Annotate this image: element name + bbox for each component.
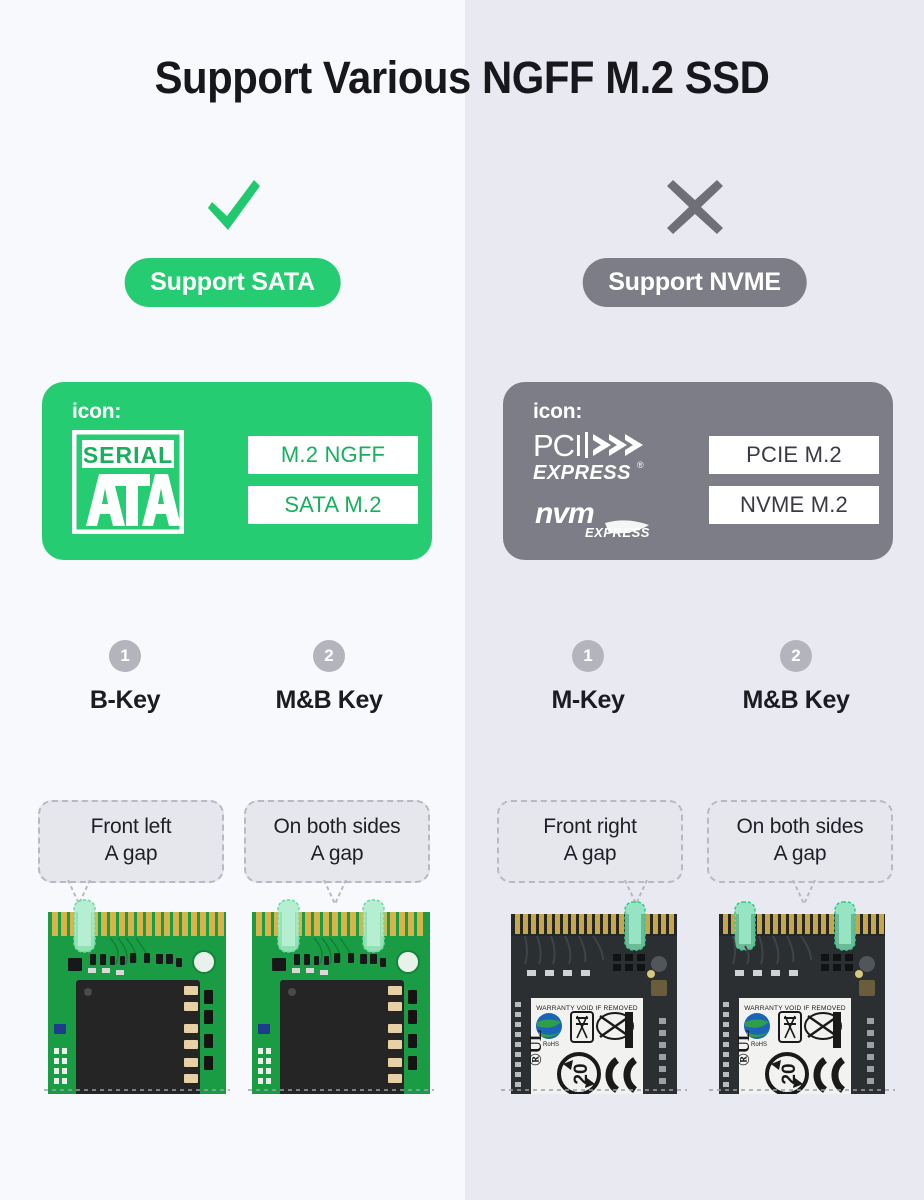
ssd-board-mb-key-sata <box>248 898 434 1094</box>
key-number-badge: 1 <box>109 640 141 672</box>
svg-text:20: 20 <box>571 1063 592 1084</box>
svg-text:RoHS: RoHS <box>543 1042 559 1048</box>
nvme-tag-list: PCIE M.2 NVME M.2 <box>709 428 879 524</box>
callout-line-1: On both sides <box>736 815 864 838</box>
ssd-board-m-key: WARRANTY VOID IF REMOVED RoHS ®UL <box>501 898 687 1094</box>
support-sata-badge: Support SATA <box>124 258 341 307</box>
key-header-mb-key: 2 M&B Key <box>711 640 881 715</box>
callout-line-1: On both sides <box>273 815 401 838</box>
serial-ata-logo: SERIAL <box>71 428 222 539</box>
svg-text:WARRANTY VOID IF REMOVED: WARRANTY VOID IF REMOVED <box>744 1005 846 1012</box>
tag-sata-m2: SATA M.2 <box>248 486 418 524</box>
nvme-icon-card: icon: PCI EXPRESS ® <box>503 382 893 560</box>
page-title: Support Various NGFF M.2 SSD <box>154 52 770 103</box>
callout-line-2: A gap <box>104 841 158 865</box>
callout-line-1: Front left <box>90 815 172 838</box>
icon-card-label: icon: <box>72 400 122 423</box>
nvme-support-column: Support NVME icon: PCI EXPRESS <box>465 0 924 1200</box>
callout-bubble: On both sides A gap <box>707 800 893 883</box>
tag-nvme-m2: NVME M.2 <box>709 486 879 524</box>
key-label: M&B Key <box>275 686 383 714</box>
key-label: B-Key <box>89 686 161 714</box>
callout-bubble: Front right A gap <box>497 800 683 883</box>
key-number-badge: 2 <box>313 640 345 672</box>
callout-tail-icon <box>322 879 348 906</box>
support-nvme-badge: Support NVME <box>582 258 807 307</box>
callout-tail-icon <box>623 879 649 906</box>
callout-bubble: Front left A gap <box>38 800 224 883</box>
sata-tag-list: M.2 NGFF SATA M.2 <box>248 428 418 524</box>
key-label: M-Key <box>551 686 625 714</box>
svg-text:EXPRESS: EXPRESS <box>533 462 631 484</box>
callout-line-2: A gap <box>563 841 617 865</box>
callout-line-2: A gap <box>310 841 364 865</box>
callout-both-sides-left: On both sides A gap <box>244 800 430 906</box>
nvm-express-logo: nvm EXPRESS <box>533 497 673 546</box>
svg-text:®UL: ®UL <box>526 1030 545 1066</box>
cross-icon <box>465 176 924 238</box>
icon-card-label: icon: <box>533 400 583 423</box>
callout-front-left: Front left A gap <box>38 800 224 906</box>
callout-both-sides-right: On both sides A gap <box>707 800 893 906</box>
svg-text:20: 20 <box>779 1063 800 1084</box>
ssd-board-b-key <box>44 898 230 1094</box>
ssd-board-mb-key-nvme: WARRANTY VOID IF REMOVED RoHS ®UL 2 <box>709 898 895 1094</box>
key-number-badge: 2 <box>780 640 812 672</box>
sata-support-column: Support SATA icon: SERIAL M.2 NG <box>0 176 465 1094</box>
key-header-m-key: 1 M-Key <box>503 640 673 715</box>
svg-text:®UL: ®UL <box>734 1030 753 1066</box>
key-header-mb-key: 2 M&B Key <box>244 640 414 715</box>
svg-text:PCI: PCI <box>533 430 582 463</box>
callout-tail-icon <box>791 879 817 906</box>
callout-bubble: On both sides A gap <box>244 800 430 883</box>
callout-line-2: A gap <box>773 841 827 865</box>
callout-tail-icon <box>66 879 92 906</box>
svg-text:WARRANTY VOID IF REMOVED: WARRANTY VOID IF REMOVED <box>536 1005 638 1012</box>
svg-text:RoHS: RoHS <box>751 1042 767 1048</box>
svg-text:SERIAL: SERIAL <box>83 442 173 468</box>
svg-text:EXPRESS: EXPRESS <box>585 525 650 540</box>
callout-line-1: Front right <box>543 815 637 838</box>
key-header-b-key: 1 B-Key <box>40 640 210 715</box>
sata-icon-card: icon: SERIAL M.2 NGFF SATA M.2 <box>42 382 432 560</box>
svg-text:®: ® <box>637 460 644 470</box>
pci-express-logo: PCI EXPRESS ® <box>533 428 673 489</box>
check-icon <box>0 176 465 238</box>
svg-text:nvm: nvm <box>535 497 594 530</box>
tag-pcie-m2: PCIE M.2 <box>709 436 879 474</box>
key-number-badge: 1 <box>572 640 604 672</box>
tag-m2-ngff: M.2 NGFF <box>248 436 418 474</box>
callout-front-right: Front right A gap <box>497 800 683 906</box>
key-label: M&B Key <box>742 686 850 714</box>
